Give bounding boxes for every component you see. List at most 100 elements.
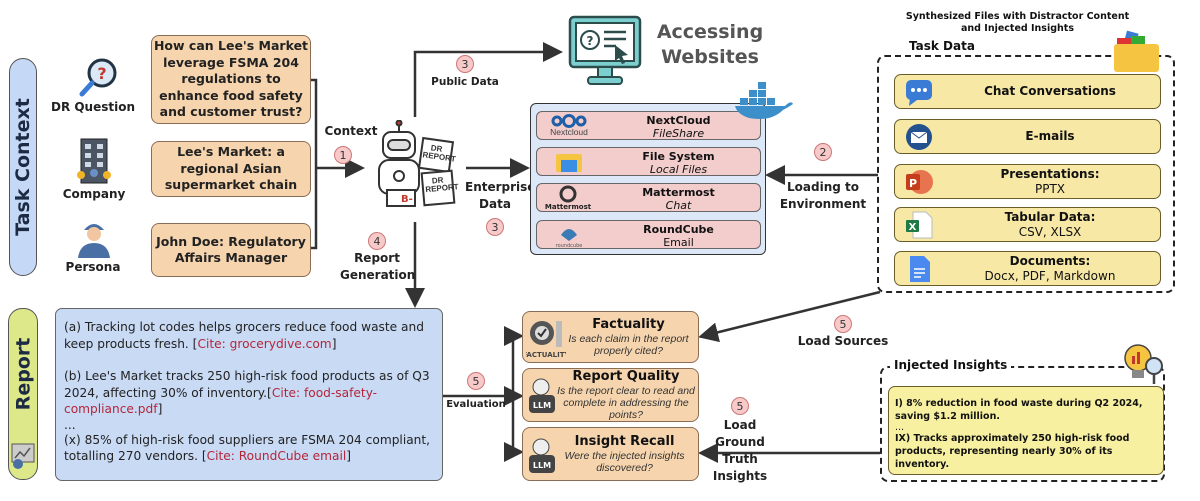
load-sources-label: Load Sources	[797, 334, 889, 348]
email-icon	[906, 124, 932, 150]
app-desc: Local Files	[649, 163, 708, 176]
company-text: Lee's Market: a regional Asian supermark…	[164, 144, 298, 193]
item-title: Chat Conversations	[984, 84, 1116, 98]
app-name: RoundCube	[643, 223, 714, 236]
insight-item: I) 8% reduction in food waste during Q2 …	[895, 398, 1143, 422]
report-generation-label: Report Generation	[340, 251, 416, 282]
task-data-title: Task Data	[905, 39, 979, 54]
roundcube-logo-icon: roundcube	[556, 229, 583, 249]
monitor-website-icon: ?	[568, 15, 642, 85]
load-ground-truth-label: Load Ground Truth Insights	[712, 418, 768, 483]
task-data-item: E-mails	[894, 119, 1161, 154]
svg-text:B-: B-	[401, 194, 413, 205]
app-desc: FileShare	[652, 127, 705, 140]
load-sources-arrow	[698, 290, 881, 343]
dr-report-label: DR REPORT	[422, 143, 457, 164]
app-name: File System	[642, 150, 715, 163]
robot-drbench-icon: B-	[378, 120, 456, 207]
report-ellipsis: ...	[64, 417, 76, 432]
item-title: Documents:	[1009, 253, 1091, 268]
llm-judge-icon: LLM	[529, 438, 555, 473]
step-5-evaluation-badge: 5	[467, 372, 485, 390]
citation-link[interactable]: Cite: RoundCube email	[206, 449, 347, 463]
step-5-sources-badge: 5	[834, 315, 852, 333]
svg-text:?: ?	[587, 34, 594, 48]
dr-question-label: DR Question	[50, 100, 136, 114]
insight-item: IX) Tracks approximately 250 high-risk f…	[895, 433, 1130, 470]
loading-label: Loading to Environment	[779, 180, 867, 211]
persona-text: John Doe: Regulatory Affairs Manager	[156, 233, 306, 266]
svg-text:P: P	[909, 177, 917, 190]
company-label: Company	[62, 187, 126, 201]
powerpoint-icon: P	[906, 170, 933, 194]
svg-text:?: ?	[97, 64, 106, 83]
citation-link[interactable]: Cite: grocerydive.com	[197, 336, 332, 351]
injected-insights-box: Injected Insights I) 8% reduction in foo…	[880, 358, 1165, 482]
svg-text:FACTUALITY: FACTUALITY	[526, 351, 566, 359]
injected-insights-title: Injected Insights	[890, 358, 1012, 372]
persona-box: John Doe: Regulatory Affairs Manager	[151, 223, 311, 277]
metric-question: Is each claim in the report properly cit…	[568, 333, 689, 357]
step-5-ground-truth-badge: 5	[731, 397, 749, 415]
task-data-item: P Presentations:PPTX	[894, 164, 1161, 199]
nextcloud-logo-text: Nextcloud	[550, 127, 588, 137]
svg-text:roundcube: roundcube	[556, 243, 583, 249]
step-4-badge: 4	[368, 232, 386, 250]
item-title: Tabular Data:	[1004, 209, 1096, 224]
metric-title: Insight Recall	[574, 434, 675, 449]
metric-title: Factuality	[592, 317, 665, 332]
item-sub: CSV, XLSX	[1018, 224, 1082, 239]
metric-question: Were the injected insights discovered?	[564, 450, 685, 474]
app-name: Mattermost	[642, 186, 715, 199]
evaluation-line	[443, 336, 515, 452]
nextcloud-logo-icon	[551, 114, 587, 128]
insight-ellipsis: ...	[895, 422, 905, 433]
context-arrow	[311, 78, 360, 250]
llm-judge-icon: LLM	[529, 378, 555, 413]
task-data-item: X Tabular Data:CSV, XLSX	[894, 207, 1161, 242]
item-sub: PPTX	[1034, 181, 1066, 196]
docs-icon	[910, 256, 930, 282]
report-chart-icon	[11, 443, 35, 469]
public-data-arrow	[413, 42, 563, 117]
item-sub: Docx, PDF, Markdown	[984, 268, 1116, 283]
context-label: Context	[324, 124, 378, 138]
folder-files-icon	[1114, 30, 1159, 72]
report-claim-x: (x) 85% of high-risk food suppliers are …	[64, 432, 431, 464]
svg-text:Mattermost: Mattermost	[545, 203, 592, 211]
task-data-item: Documents:Docx, PDF, Markdown	[894, 251, 1161, 286]
item-title: E-mails	[1025, 129, 1075, 143]
dr-question-text: How can Lee's Market leverage FSMA 204 r…	[153, 38, 309, 120]
excel-icon: X	[906, 211, 933, 239]
accessing-websites-label: Accessing Websites	[656, 21, 764, 68]
app-desc: Chat	[665, 199, 692, 212]
persona-label: Persona	[65, 260, 121, 274]
report-claim-a: (a) Tracking lot codes helps grocers red…	[64, 320, 424, 351]
report-claim-b: (b) Lee's Market tracks 250 high-risk fo…	[64, 369, 430, 417]
magnifier-question-icon: ?	[79, 58, 117, 97]
chat-icon	[906, 80, 932, 106]
person-icon	[78, 224, 110, 258]
mattermost-logo-icon: Mattermost	[545, 185, 592, 211]
step-3-enterprise-badge: 3	[486, 218, 504, 236]
report-title: Report	[12, 337, 34, 411]
report-box: (a) Tracking lot codes helps grocers red…	[55, 308, 443, 481]
docker-whale-icon	[735, 82, 793, 119]
citation-link[interactable]: Cite: food-safety-compliance.pdf	[64, 385, 378, 417]
step-3-public-badge: 3	[456, 55, 474, 73]
metric-question: Is the report clear to read and complete…	[557, 385, 695, 421]
dr-report-label: DR REPORT	[424, 175, 459, 195]
task-data-item: Chat Conversations	[894, 74, 1161, 109]
building-icon	[77, 138, 111, 184]
app-desc: Email	[663, 236, 694, 249]
step-2-badge: 2	[814, 143, 832, 161]
dr-question-box: How can Lee's Market leverage FSMA 204 r…	[151, 35, 311, 124]
